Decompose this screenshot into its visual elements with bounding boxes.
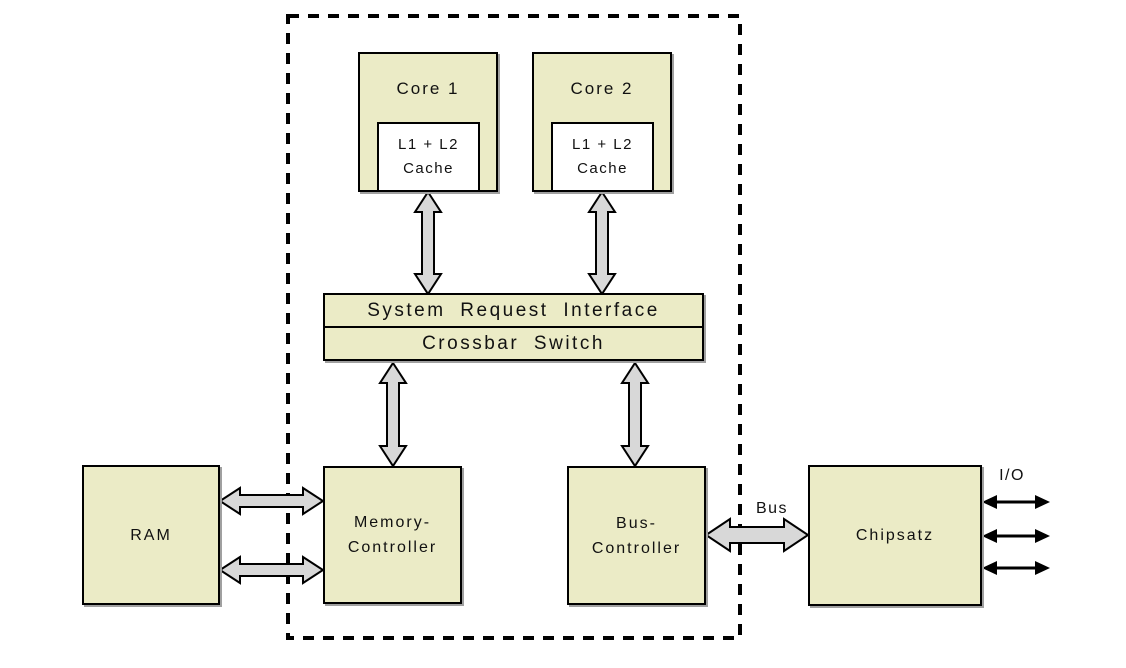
node-core2: Core 2 L1 + L2 Cache <box>532 52 672 192</box>
node-bus-controller: Bus- Controller <box>567 466 706 605</box>
node-core1-label: Core 1 <box>396 79 460 98</box>
node-bus-controller-label: Bus- Controller <box>592 511 681 561</box>
arrow-bus-controller-chipsatz <box>704 517 810 553</box>
node-core1: Core 1 L1 + L2 Cache <box>358 52 498 192</box>
node-core1-cache: L1 + L2 Cache <box>377 122 480 192</box>
node-core2-label: Core 2 <box>570 79 634 98</box>
io-label: I/O <box>999 467 1025 484</box>
node-ram: RAM <box>82 465 220 605</box>
node-bus-controller-line1: Bus- <box>616 514 657 532</box>
node-interconnect-stack: System Request Interface Crossbar Switch <box>323 293 704 361</box>
arrow-core2-sri <box>587 190 617 296</box>
arrow-crossbar-memory-controller <box>378 361 408 468</box>
node-core1-cache-line2: Cache <box>403 160 454 177</box>
node-memory-controller: Memory- Controller <box>323 466 462 604</box>
node-core1-cache-line1: L1 + L2 <box>398 136 459 153</box>
bus-label: Bus <box>755 500 789 517</box>
arrow-ram-memory-controller-lower <box>218 555 325 585</box>
node-crossbar-switch: Crossbar Switch <box>325 326 702 359</box>
node-core2-cache: L1 + L2 Cache <box>551 122 654 192</box>
arrow-crossbar-bus-controller <box>620 361 650 468</box>
node-memory-controller-line2: Controller <box>347 539 438 556</box>
arrow-core1-sri <box>413 190 443 296</box>
node-ram-label: RAM <box>130 526 172 544</box>
node-system-request-interface-label: System Request Interface <box>367 299 660 321</box>
node-core2-cache-line2: Cache <box>577 160 628 177</box>
node-crossbar-switch-label: Crossbar Switch <box>422 332 605 354</box>
node-bus-controller-line2: Controller <box>591 539 682 557</box>
io-arrow-1 <box>982 495 1050 509</box>
node-memory-controller-label: Memory- Controller <box>348 510 437 560</box>
node-chipsatz: Chipsatz <box>808 465 982 606</box>
io-arrow-3 <box>982 561 1050 575</box>
io-arrow-2 <box>982 529 1050 543</box>
node-system-request-interface: System Request Interface <box>325 295 702 326</box>
cpu-die-boundary <box>286 14 742 640</box>
node-core2-cache-line1: L1 + L2 <box>572 136 633 153</box>
arrow-ram-memory-controller-upper <box>218 486 325 516</box>
node-chipsatz-label: Chipsatz <box>855 527 935 544</box>
node-memory-controller-line1: Memory- <box>353 514 432 531</box>
